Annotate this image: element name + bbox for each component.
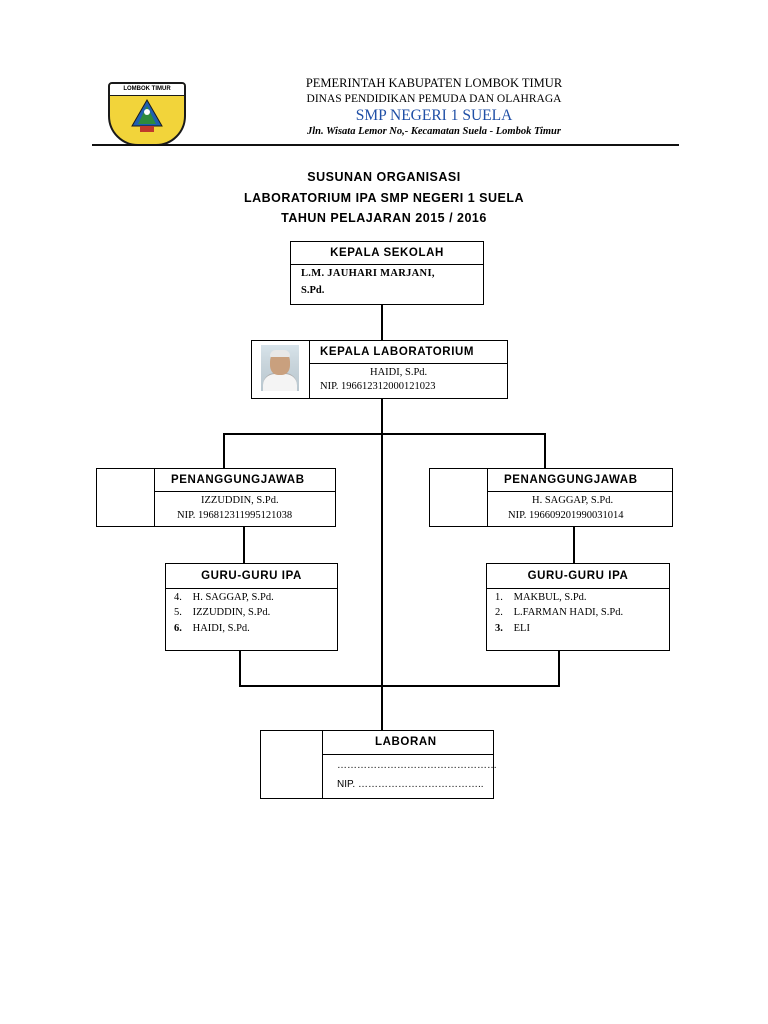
chart-title-line2: LABORATORIUM IPA SMP NEGERI 1 SUELA xyxy=(243,191,525,205)
guru-right-item-name: MAKBUL, S.Pd. xyxy=(513,592,587,603)
connector-left-guru-bottom xyxy=(239,650,241,686)
guru-right-label: GURU-GURU IPA xyxy=(527,570,629,582)
logo-emblem-icon xyxy=(131,98,163,132)
pj-right-name: H. SAGGAP, S.Pd. xyxy=(532,495,614,506)
connector-right-down xyxy=(544,433,546,468)
pj-left-name: IZZUDDIN, S.Pd. xyxy=(201,495,279,506)
pj-left-label: PENANGGUNGJAWAB xyxy=(171,474,305,486)
laboran-nip: NIP. ……………………………….. xyxy=(337,779,484,790)
chart-title-line3: TAHUN PELAJARAN 2015 / 2016 xyxy=(281,211,487,225)
connector-horizontal-bottom xyxy=(239,685,560,687)
guru-left-header-box: GURU-GURU IPA xyxy=(165,563,338,589)
pj-left-empty-box xyxy=(96,468,155,527)
pj-left-header-box: PENANGGUNGJAWAB xyxy=(154,468,336,492)
connector-right-guru-bottom xyxy=(558,650,560,686)
guru-right-item: 1. MAKBUL, S.Pd. xyxy=(495,592,587,603)
guru-right-item: 3. ELI xyxy=(495,623,530,634)
laboran-header-box: LABORAN xyxy=(322,730,494,755)
kepala-sekolah-name-line2: S.Pd. xyxy=(301,285,325,296)
letterhead-line2: DINAS PENDIDIKAN PEMUDA DAN OLAHRAGA xyxy=(306,93,562,105)
guru-right-item-num: 2. xyxy=(495,607,503,618)
letterhead-line1: PEMERINTAH KABUPATEN LOMBOK TIMUR xyxy=(305,76,563,90)
kepala-lab-header-box: KEPALA LABORATORIUM xyxy=(309,340,508,364)
laboran-empty-box xyxy=(260,730,323,799)
guru-left-item: 6. HAIDI, S.Pd. xyxy=(174,623,250,634)
kepala-sekolah-name-line1: L.M. JAUHARI MARJANI, xyxy=(301,268,435,279)
guru-right-header-box: GURU-GURU IPA xyxy=(486,563,670,589)
connector-right-pj-guru xyxy=(573,527,575,563)
laboran-name: ………………………………………… xyxy=(337,760,497,771)
pj-right-name-box: H. SAGGAP, S.Pd. NIP. 196609201990031014 xyxy=(487,491,673,527)
connector-left-pj-guru xyxy=(243,527,245,563)
laboran-label: LABORAN xyxy=(375,736,437,748)
school-address: Jln. Wisata Lemor No,- Kecamatan Suela -… xyxy=(307,126,561,137)
guru-left-item-num: 5. xyxy=(174,607,182,618)
guru-left-item-name: IZZUDDIN, S.Pd. xyxy=(192,607,271,618)
guru-right-list-box: 1. MAKBUL, S.Pd. 2. L.FARMAN HADI, S.Pd.… xyxy=(486,588,670,651)
letterhead-divider xyxy=(92,144,679,146)
guru-right-item: 2. L.FARMAN HADI, S.Pd. xyxy=(495,607,623,618)
kepala-lab-nip: NIP. 196612312000121023 xyxy=(320,381,436,392)
school-logo: LOMBOK TIMUR xyxy=(108,82,186,146)
guru-right-item-num: 1. xyxy=(495,592,503,603)
connector-main-vertical-2 xyxy=(381,398,383,730)
connector-horizontal-top xyxy=(223,433,546,435)
kepala-lab-photo-box xyxy=(251,340,310,399)
guru-left-item-name: HAIDI, S.Pd. xyxy=(192,623,250,634)
guru-left-item-num: 6. xyxy=(174,623,182,634)
pj-left-nip: NIP. 196812311995121038 xyxy=(177,510,293,521)
pj-left-name-box: IZZUDDIN, S.Pd. NIP. 196812311995121038 xyxy=(154,491,336,527)
kepala-lab-label: KEPALA LABORATORIUM xyxy=(320,346,475,358)
kepala-lab-name: HAIDI, S.Pd. xyxy=(370,367,428,378)
pj-right-nip: NIP. 196609201990031014 xyxy=(508,510,624,521)
guru-left-label: GURU-GURU IPA xyxy=(201,570,302,582)
connector-main-vertical xyxy=(381,305,383,341)
guru-left-list-box: 4. H. SAGGAP, S.Pd. 5. IZZUDDIN, S.Pd. 6… xyxy=(165,588,338,651)
laboran-name-box: ………………………………………… NIP. ……………………………….. xyxy=(322,754,497,799)
kepala-lab-name-box: HAIDI, S.Pd. NIP. 196612312000121023 xyxy=(309,363,508,399)
guru-left-item: 4. H. SAGGAP, S.Pd. xyxy=(174,592,274,603)
guru-right-item-name: L.FARMAN HADI, S.Pd. xyxy=(513,607,624,618)
kepala-sekolah-header-box: KEPALA SEKOLAH xyxy=(290,241,484,265)
pj-right-empty-box xyxy=(429,468,488,527)
guru-left-item: 5. IZZUDDIN, S.Pd. xyxy=(174,607,270,618)
person-photo-icon xyxy=(261,345,299,391)
guru-right-item-name: ELI xyxy=(513,623,530,634)
school-name: SMP NEGERI 1 SUELA xyxy=(355,107,513,124)
guru-left-item-num: 4. xyxy=(174,592,182,603)
kepala-sekolah-label: KEPALA SEKOLAH xyxy=(330,247,444,259)
chart-title-line1: SUSUNAN ORGANISASI xyxy=(307,170,461,184)
pj-right-label: PENANGGUNGJAWAB xyxy=(504,474,638,486)
guru-right-item-num: 3. xyxy=(495,623,503,634)
logo-text: LOMBOK TIMUR xyxy=(110,84,184,96)
pj-right-header-box: PENANGGUNGJAWAB xyxy=(487,468,673,492)
kepala-sekolah-name-box: L.M. JAUHARI MARJANI, S.Pd. xyxy=(290,264,484,305)
connector-left-down xyxy=(223,433,225,468)
guru-left-item-name: H. SAGGAP, S.Pd. xyxy=(192,592,274,603)
